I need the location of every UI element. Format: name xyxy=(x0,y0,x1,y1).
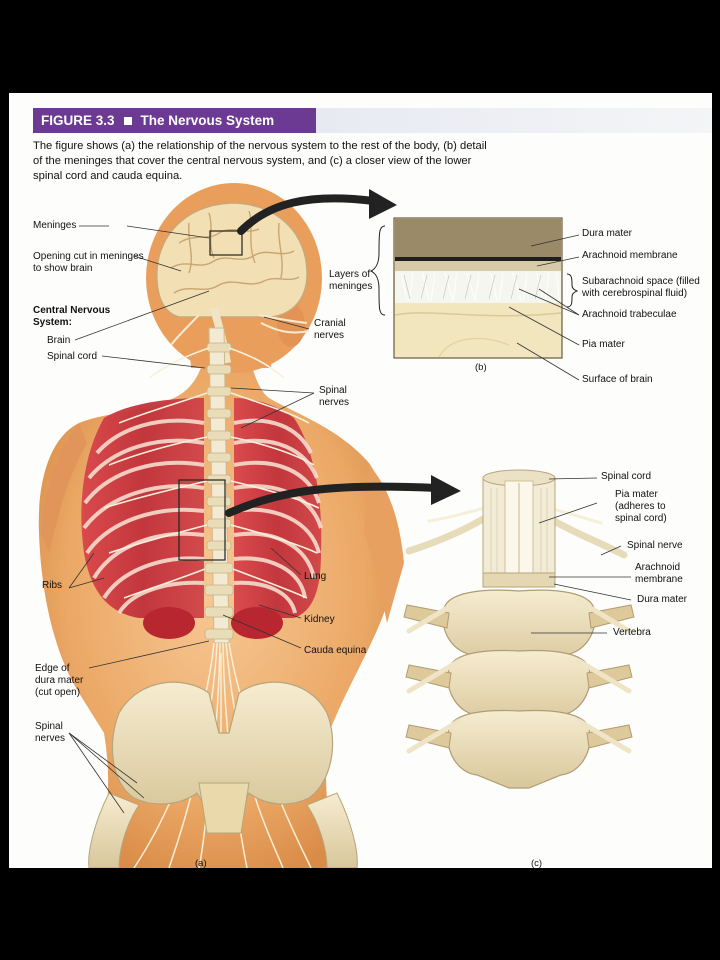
label-c-pia-mater-3: spinal cord) xyxy=(615,513,667,524)
label-cranial-nerves: Cranial xyxy=(314,318,346,329)
label-layers-of-meninges: Layers of xyxy=(329,269,371,280)
label-edge-dura: Edge of xyxy=(35,663,70,674)
label-spinal-nerves: Spinal xyxy=(319,385,347,396)
label-cranial-nerves-2: nerves xyxy=(314,330,345,341)
figure-number: FIGURE 3.3 xyxy=(41,113,115,128)
label-c-dura-mater: Dura mater xyxy=(637,594,688,605)
header-square-icon xyxy=(123,116,132,125)
anatomy-illustration xyxy=(38,183,635,868)
label-meninges: Meninges xyxy=(33,220,77,231)
label-brain: Brain xyxy=(47,335,71,346)
label-opening-cut-2: to show brain xyxy=(33,263,93,274)
panel-c-letter: (c) xyxy=(531,858,543,868)
label-spinal-nerves-2: nerves xyxy=(319,397,350,408)
label-opening-cut: Opening cut in meninges xyxy=(33,251,144,262)
lower-spine-detail xyxy=(403,469,635,789)
label-kidney: Kidney xyxy=(304,614,335,625)
label-c-arachnoid: Arachnoid xyxy=(635,562,681,573)
label-edge-dura-3: (cut open) xyxy=(35,687,81,698)
panel-b-letter: (b) xyxy=(475,362,487,373)
label-spinal-nerves-lower-2: nerves xyxy=(35,733,66,744)
caption-line: of the meninges that cover the central n… xyxy=(33,155,472,167)
label-pia-mater: Pia mater xyxy=(582,339,625,350)
label-edge-dura-2: dura mater xyxy=(35,675,84,686)
label-layers-of-meninges-2: meninges xyxy=(329,281,373,292)
label-c-spinal-cord: Spinal cord xyxy=(601,471,652,482)
label-c-spinal-nerve: Spinal nerve xyxy=(627,540,683,551)
label-surface-of-brain: Surface of brain xyxy=(582,374,653,385)
label-ribs: Ribs xyxy=(42,580,63,591)
panel-a-letter: (a) xyxy=(195,858,207,868)
label-spinal-cord: Spinal cord xyxy=(47,351,98,362)
label-c-vertebra: Vertebra xyxy=(613,627,651,638)
figure-title: The Nervous System xyxy=(140,113,275,128)
label-cns: Central Nervous xyxy=(33,305,111,316)
label-c-arachnoid-2: membrane xyxy=(635,574,683,585)
label-cns-2: System: xyxy=(33,317,72,328)
caption-line: spinal cord and cauda equina. xyxy=(33,170,183,182)
label-cauda-equina: Cauda equina xyxy=(304,645,367,656)
label-c-pia-mater-2: (adheres to xyxy=(615,501,666,512)
figure-header: FIGURE 3.3 The Nervous System xyxy=(33,108,316,133)
label-subarachnoid-space-2: with cerebrospinal fluid) xyxy=(582,288,688,299)
label-dura-mater: Dura mater xyxy=(582,228,633,239)
label-spinal-nerves-lower: Spinal xyxy=(35,721,63,732)
caption-line: The figure shows (a) the relationship of… xyxy=(33,140,487,152)
header-fade xyxy=(316,108,712,133)
figure-page: FIGURE 3.3 The Nervous System The figure … xyxy=(9,93,712,868)
label-c-pia-mater: Pia mater xyxy=(615,489,658,500)
label-lung: Lung xyxy=(304,571,327,582)
body-figure xyxy=(38,183,404,868)
label-arachnoid-trabeculae: Arachnoid trabeculae xyxy=(582,309,677,320)
figure-caption: The figure shows (a) the relationship of… xyxy=(33,139,533,184)
label-arachnoid-membrane: Arachnoid membrane xyxy=(582,250,678,261)
meninges-detail xyxy=(369,217,580,381)
label-subarachnoid-space: Subarachnoid space (filled xyxy=(582,276,700,287)
